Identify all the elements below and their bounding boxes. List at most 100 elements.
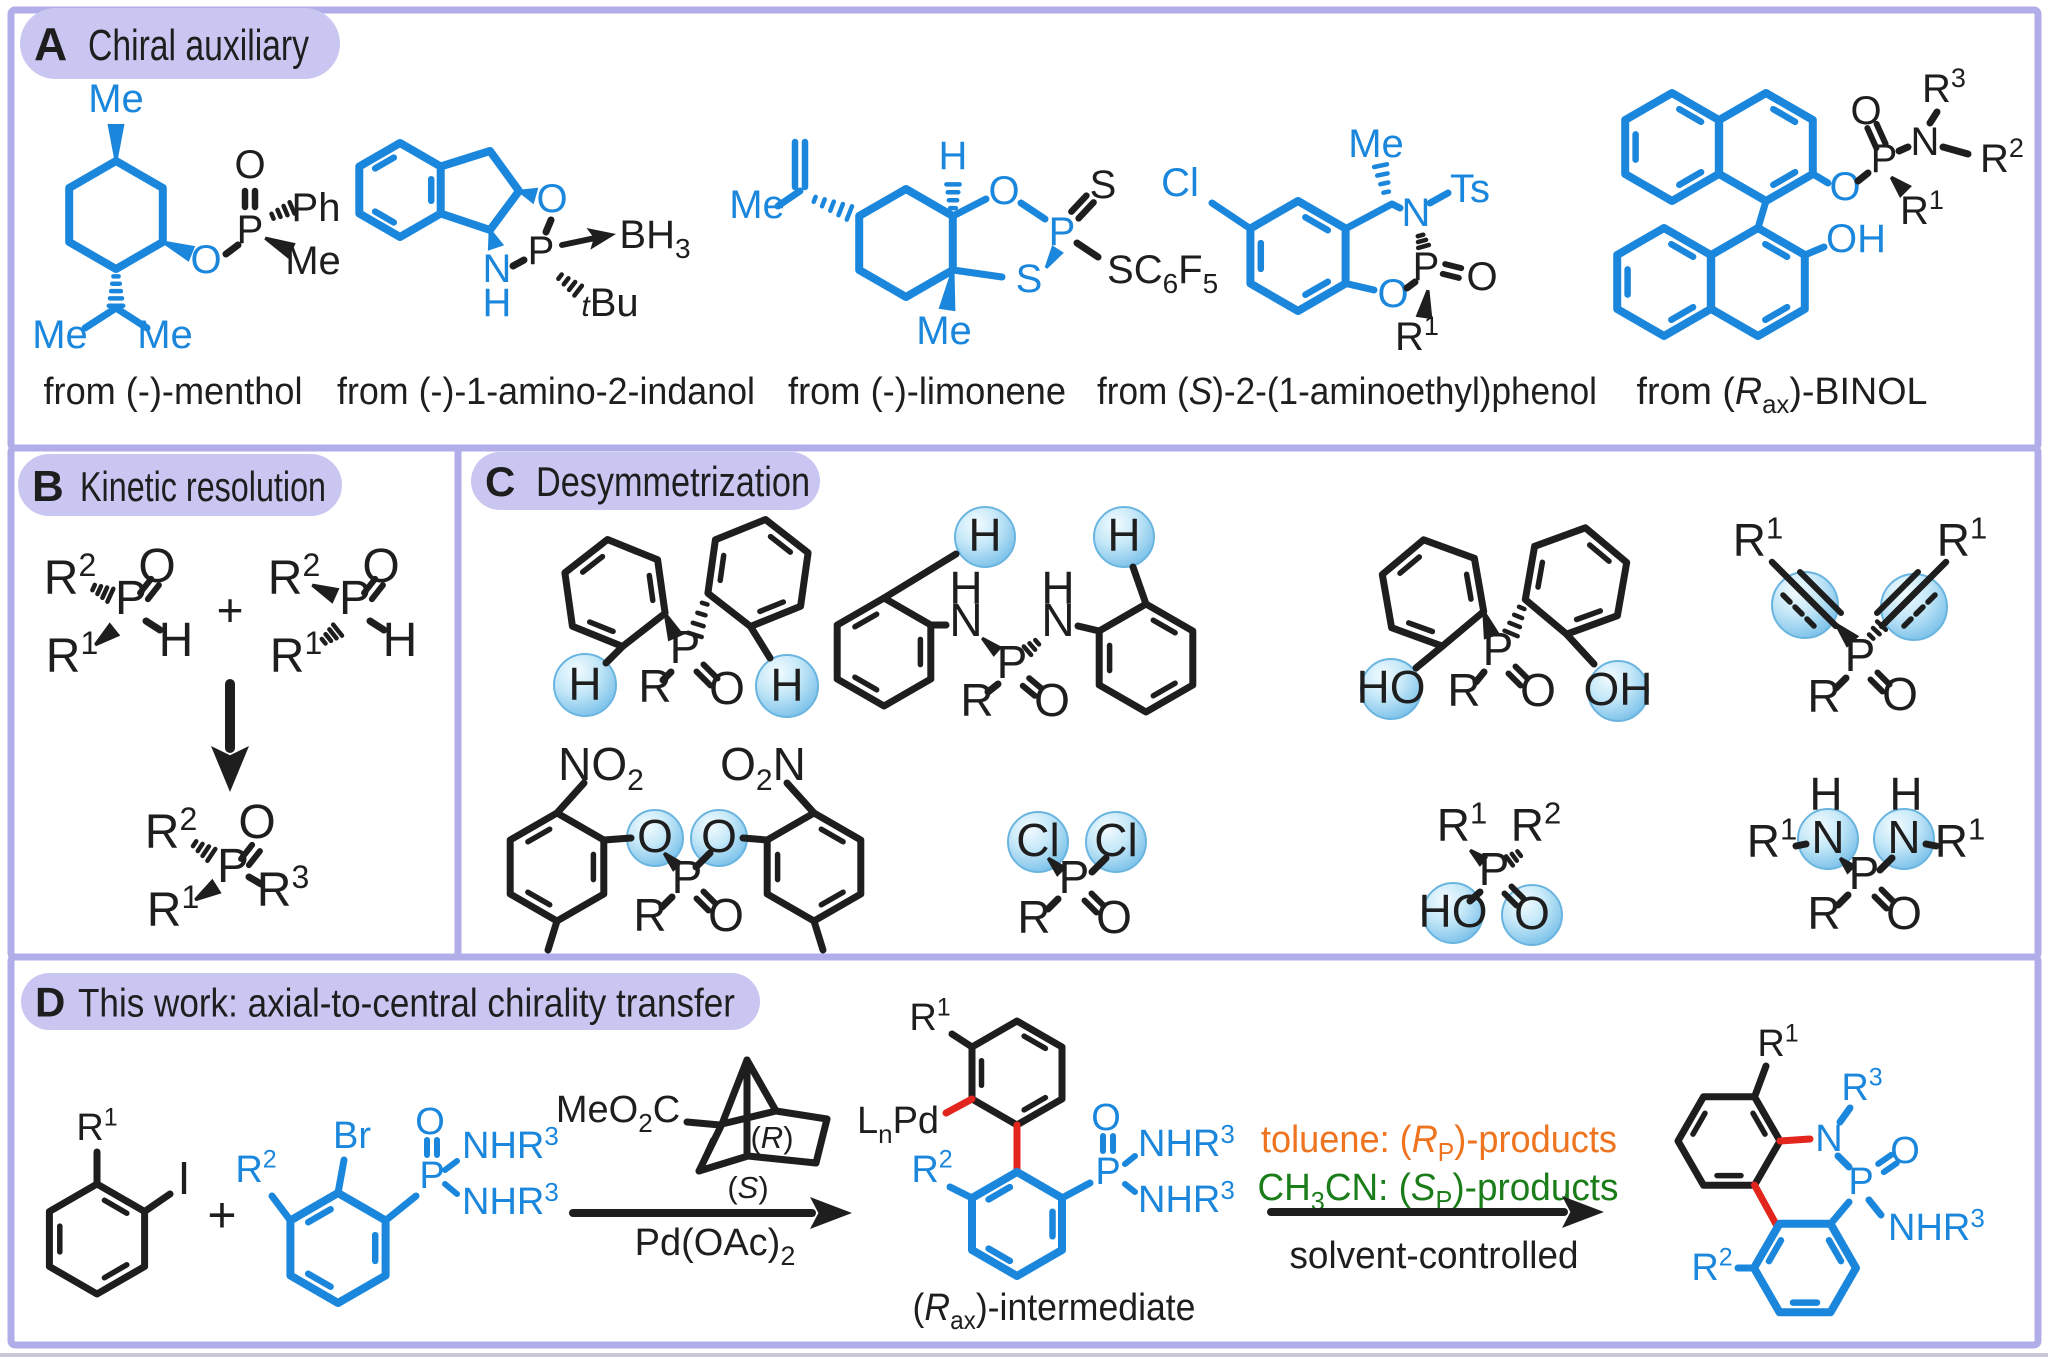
svg-text:O: O <box>1096 891 1132 943</box>
svg-text:O2N: O2N <box>720 738 806 797</box>
svg-text:P: P <box>217 840 249 893</box>
svg-text:N: N <box>1041 594 1074 646</box>
svg-text:H: H <box>1889 768 1922 820</box>
svg-text:Cl: Cl <box>1161 161 1199 205</box>
svg-text:P: P <box>1059 851 1090 903</box>
svg-text:C: C <box>485 458 515 505</box>
svg-text:SC6F5: SC6F5 <box>1107 248 1218 299</box>
svg-text:R1: R1 <box>909 994 950 1039</box>
svg-text:R2: R2 <box>235 1146 276 1191</box>
svg-text:NHR3: NHR3 <box>1138 1119 1235 1165</box>
svg-text:D: D <box>35 979 65 1026</box>
svg-text:R1: R1 <box>1937 511 1987 566</box>
svg-text:O: O <box>415 1101 445 1143</box>
svg-text:CH3CN: (SP)-products: CH3CN: (SP)-products <box>1258 1167 1619 1216</box>
svg-text:P: P <box>115 572 147 625</box>
svg-text:(Rax)-intermediate: (Rax)-intermediate <box>913 1287 1196 1335</box>
svg-text:R1: R1 <box>1747 812 1797 867</box>
svg-text:P: P <box>672 851 703 903</box>
svg-text:R1: R1 <box>1733 511 1783 566</box>
svg-text:+: + <box>217 584 244 636</box>
svg-text:P: P <box>1849 847 1880 899</box>
svg-text:R1: R1 <box>46 625 98 683</box>
svg-text:H: H <box>770 659 803 711</box>
svg-text:H: H <box>1107 509 1140 561</box>
svg-text:R3: R3 <box>1841 1064 1882 1109</box>
svg-text:O: O <box>536 177 567 221</box>
svg-text:N: N <box>1402 191 1431 235</box>
svg-text:R3: R3 <box>1922 63 1966 111</box>
svg-text:P: P <box>1483 623 1514 675</box>
svg-text:Me: Me <box>916 309 972 353</box>
svg-text:(S): (S) <box>727 1170 768 1205</box>
svg-text:Me: Me <box>285 239 341 283</box>
svg-text:O: O <box>234 143 265 187</box>
svg-text:P: P <box>528 229 555 273</box>
svg-text:(R): (R) <box>750 1120 793 1155</box>
svg-text:R: R <box>1807 670 1840 722</box>
svg-text:R2: R2 <box>911 1146 952 1191</box>
svg-text:Pd(OAc)2: Pd(OAc)2 <box>635 1222 796 1271</box>
svg-text:S: S <box>1016 257 1043 301</box>
svg-text:B: B <box>32 462 64 511</box>
svg-text:P: P <box>419 1155 444 1197</box>
svg-text:R1: R1 <box>1437 796 1487 851</box>
svg-text:N: N <box>1887 811 1920 863</box>
svg-text:R1: R1 <box>147 879 199 937</box>
svg-text:R2: R2 <box>268 547 320 605</box>
svg-text:Me: Me <box>32 313 88 357</box>
svg-text:OH: OH <box>1584 663 1653 715</box>
svg-text:Me: Me <box>137 313 193 357</box>
svg-text:NO2: NO2 <box>558 738 644 797</box>
svg-text:This work: axial-to-central ch: This work: axial-to-central chirality tr… <box>78 982 735 1026</box>
svg-text:O: O <box>1890 1130 1920 1172</box>
svg-text:P: P <box>1845 629 1876 681</box>
svg-text:R: R <box>1807 887 1840 939</box>
svg-text:BH3: BH3 <box>619 213 690 264</box>
svg-text:NHR3: NHR3 <box>462 1177 559 1223</box>
svg-text:O: O <box>709 662 745 714</box>
svg-text:toluene: (RP)-products: toluene: (RP)-products <box>1261 1119 1617 1167</box>
svg-text:R1: R1 <box>76 1104 117 1149</box>
svg-text:R: R <box>1017 891 1050 943</box>
svg-text:R1: R1 <box>1935 812 1985 867</box>
svg-text:R: R <box>638 660 671 712</box>
svg-text:LnPd: LnPd <box>857 1100 939 1149</box>
svg-text:N: N <box>1811 811 1844 863</box>
svg-text:O: O <box>1850 89 1881 133</box>
svg-text:H: H <box>939 134 968 178</box>
svg-text:+: + <box>207 1187 236 1243</box>
svg-text:H: H <box>1041 562 1074 614</box>
svg-text:O: O <box>1520 664 1556 716</box>
svg-text:O: O <box>1514 887 1550 939</box>
svg-text:N: N <box>949 594 982 646</box>
svg-text:O: O <box>1466 255 1497 299</box>
svg-text:P: P <box>1479 843 1510 895</box>
svg-text:O: O <box>238 796 275 849</box>
svg-text:O: O <box>1091 1097 1121 1139</box>
svg-text:R1: R1 <box>1900 185 1944 233</box>
svg-text:P: P <box>1095 1151 1120 1193</box>
svg-text:Me: Me <box>88 77 144 121</box>
svg-text:from (-)-1-amino-2-indanol: from (-)-1-amino-2-indanol <box>337 371 755 413</box>
svg-text:R2: R2 <box>44 547 96 605</box>
svg-text:H: H <box>159 614 194 667</box>
svg-text:R3: R3 <box>257 859 309 917</box>
svg-text:Chiral auxiliary: Chiral auxiliary <box>88 21 309 70</box>
svg-text:R1: R1 <box>1757 1020 1798 1065</box>
svg-text:from (-)-limonene: from (-)-limonene <box>788 371 1066 413</box>
svg-text:R2: R2 <box>1980 133 2024 181</box>
svg-text:Me: Me <box>1348 122 1404 166</box>
svg-text:H: H <box>383 614 418 667</box>
svg-text:NHR3: NHR3 <box>1138 1175 1235 1221</box>
svg-text:O: O <box>1829 165 1860 209</box>
svg-text:Desymmetrization: Desymmetrization <box>536 458 810 505</box>
svg-text:from (Rax)-BINOL: from (Rax)-BINOL <box>1637 371 1928 419</box>
svg-text:from (-)-menthol: from (-)-menthol <box>44 371 303 413</box>
svg-text:Kinetic resolution: Kinetic resolution <box>80 463 326 510</box>
svg-text:HO: HO <box>1419 885 1488 937</box>
svg-text:O: O <box>1886 887 1922 939</box>
svg-text:H: H <box>968 509 1001 561</box>
svg-text:R2: R2 <box>1511 796 1561 851</box>
svg-text:P: P <box>237 208 264 252</box>
